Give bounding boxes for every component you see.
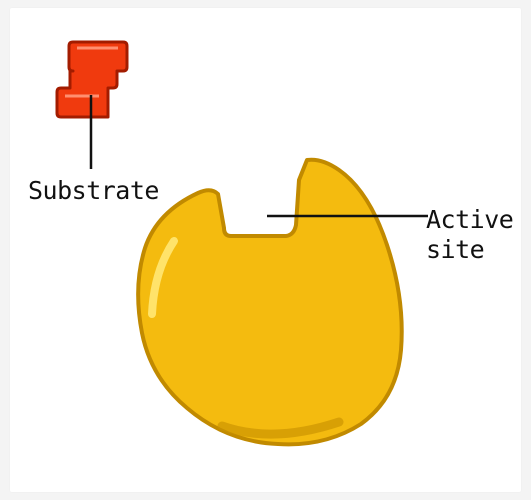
active-site-label: Active site bbox=[426, 205, 513, 265]
active-site-label-line-2: site bbox=[426, 235, 513, 265]
active-site-label-line-1: Active bbox=[426, 205, 513, 235]
enzyme-shape bbox=[138, 160, 402, 445]
substrate-label: Substrate bbox=[28, 176, 159, 206]
